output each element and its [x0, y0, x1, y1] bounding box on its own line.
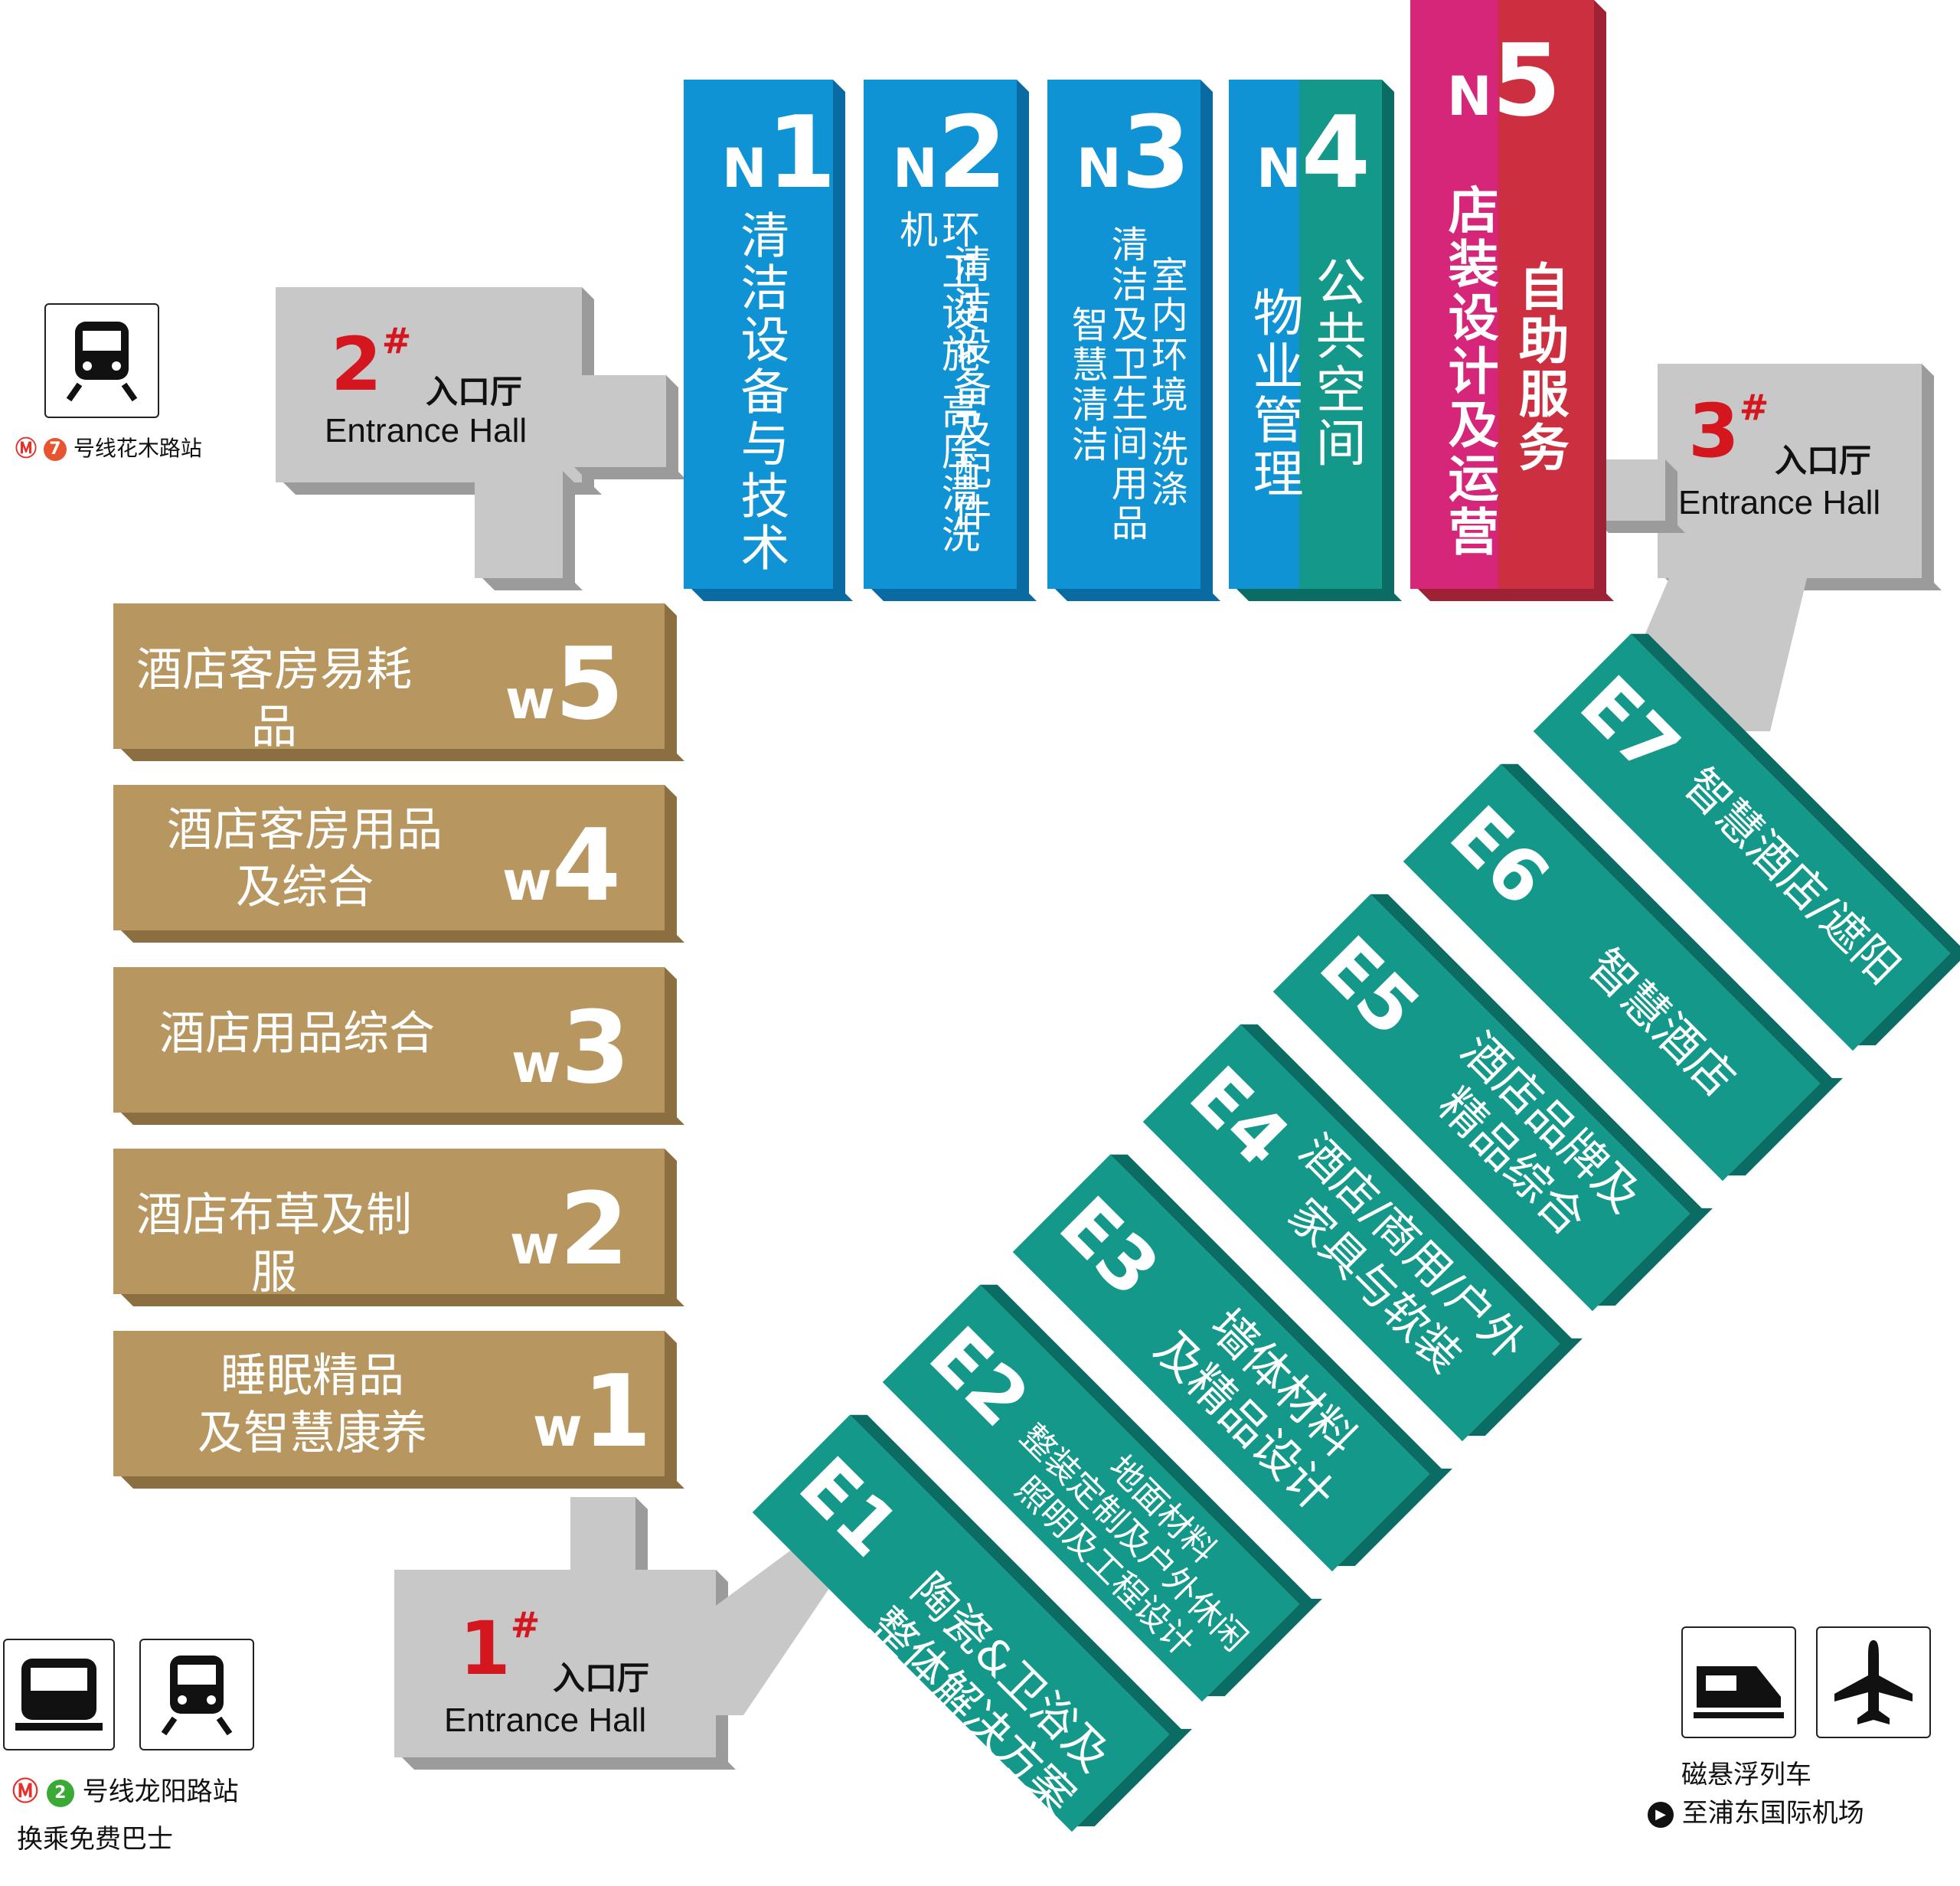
hall-n5-label-1: 店装设计及运营 — [1439, 184, 1499, 559]
airplane-icon — [1816, 1626, 1931, 1738]
hall-n4-label-2: 公共空间 — [1307, 256, 1367, 470]
hall-n3-label-2: 清洁及卫生间用品 — [1104, 225, 1148, 544]
hall-e5-code: E5 — [1303, 920, 1436, 1053]
entrance-3-en-label: Entrance Hall — [1678, 484, 1881, 521]
hall-n2-label-2: 清洁设备及配件 — [947, 244, 991, 534]
hall-e6-code: E6 — [1433, 789, 1566, 923]
hall-w2-label: 酒店布草及制服 — [136, 1188, 412, 1299]
airport-caption: ▶ 至浦东国际机场 — [1648, 1792, 1864, 1829]
hall-n3-code: N3 — [1076, 94, 1191, 211]
metro-logo-icon-2: Ⓜ — [12, 1777, 38, 1807]
bus-train-icon — [3, 1639, 115, 1750]
hall-n4[interactable]: N4 物业管理 公共空间 — [1229, 80, 1382, 589]
hall-w4[interactable]: 酒店客房用品 及综合 w4 — [113, 785, 665, 930]
hall-n5[interactable]: N5 店装设计及运营 自助服务 — [1410, 0, 1594, 589]
entrance-1-cn-label: 入口厅 — [553, 1659, 650, 1697]
hall-w5[interactable]: 酒店客房易耗品 w5 — [113, 603, 665, 754]
maglev-train-icon — [1681, 1626, 1796, 1738]
entrance-2-block — [276, 287, 582, 482]
hall-n4-code: N4 — [1256, 94, 1371, 211]
entrance-1-number: 1# — [459, 1604, 541, 1692]
entrance-1-block — [394, 1570, 716, 1757]
entrance-2-number: 2# — [331, 320, 412, 407]
hall-n3-label-1: 智慧清洁 — [1064, 306, 1108, 465]
hall-n1-label: 清洁设备与技术 — [732, 210, 789, 574]
hall-w4-code: w4 — [502, 807, 622, 923]
hall-w3[interactable]: 酒店用品综合 w3 — [113, 967, 665, 1113]
maglev-caption: 磁悬浮列车 — [1681, 1760, 1811, 1790]
play-icon: ▶ — [1648, 1801, 1674, 1828]
entrance-3-cn-label: 入口厅 — [1775, 442, 1872, 479]
hall-w5-code: w5 — [505, 626, 625, 742]
line2-badge: 2 — [46, 1779, 74, 1807]
metro-train-icon — [44, 303, 159, 418]
entrance-3-number: 3# — [1688, 387, 1769, 474]
hall-w1[interactable]: 睡眠精品 及智慧康养 w1 — [113, 1331, 665, 1476]
hall-w1-code: w1 — [533, 1353, 652, 1469]
hall-w4-label: 酒店客房用品 及综合 — [167, 803, 443, 914]
hall-e3-code: E3 — [1043, 1180, 1176, 1313]
hall-n1[interactable]: N1 清洁设备与技术 — [684, 80, 837, 589]
hall-w5-label: 酒店客房易耗品 — [136, 643, 412, 754]
hall-n5-code: N5 — [1447, 22, 1562, 139]
line7-badge: 7 — [43, 438, 67, 461]
hall-w1-label: 睡眠精品 及智慧康养 — [198, 1349, 427, 1460]
entrance-1-en-label: Entrance Hall — [444, 1701, 647, 1739]
hall-e7-code: E7 — [1563, 659, 1697, 793]
hall-n4-label-1: 物业管理 — [1244, 286, 1304, 501]
metro-train-icon-2 — [139, 1639, 254, 1750]
hall-n3-label-3: 室内环境 洗涤 — [1144, 256, 1187, 510]
airport-destination: 至浦东国际机场 — [1681, 1798, 1864, 1829]
line2-caption: Ⓜ 2 号线龙阳路站 — [12, 1770, 239, 1808]
entrance-2-stem — [475, 471, 563, 578]
hall-n5-label-2: 自助服务 — [1510, 260, 1570, 475]
hall-n2[interactable]: N2 清洁设备及配件 环卫设施 高压清洗机 — [864, 80, 1017, 589]
hall-w3-label: 酒店用品综合 — [159, 1007, 435, 1061]
hall-n2-label-1: 环卫设施 高压清洗机 — [893, 210, 980, 556]
line7-station: 号线花木路站 — [73, 436, 202, 461]
hall-n2-code: N2 — [893, 94, 1008, 211]
bus-caption: 换乘免费巴士 — [17, 1824, 173, 1855]
entrance-3-block — [1658, 364, 1922, 578]
line2-station: 号线龙阳路站 — [82, 1777, 239, 1807]
entrance-1-stem — [570, 1497, 635, 1581]
entrance-2-cn-label: 入口厅 — [426, 373, 523, 410]
hall-w3-code: w3 — [511, 989, 631, 1106]
entrance-2-connector — [567, 375, 666, 467]
hall-w2-code: w2 — [510, 1171, 629, 1287]
hall-n3[interactable]: N3 室内环境 洗涤 清洁及卫生间用品 智慧清洁 — [1047, 80, 1200, 589]
metro-logo-icon: Ⓜ — [15, 436, 38, 461]
hall-n1-code: N1 — [722, 94, 837, 211]
line7-caption: Ⓜ 7 号线花木路站 — [15, 432, 202, 463]
entrance-2-en-label: Entrance Hall — [325, 412, 528, 449]
hall-w2[interactable]: 酒店布草及制服 w2 — [113, 1149, 665, 1299]
